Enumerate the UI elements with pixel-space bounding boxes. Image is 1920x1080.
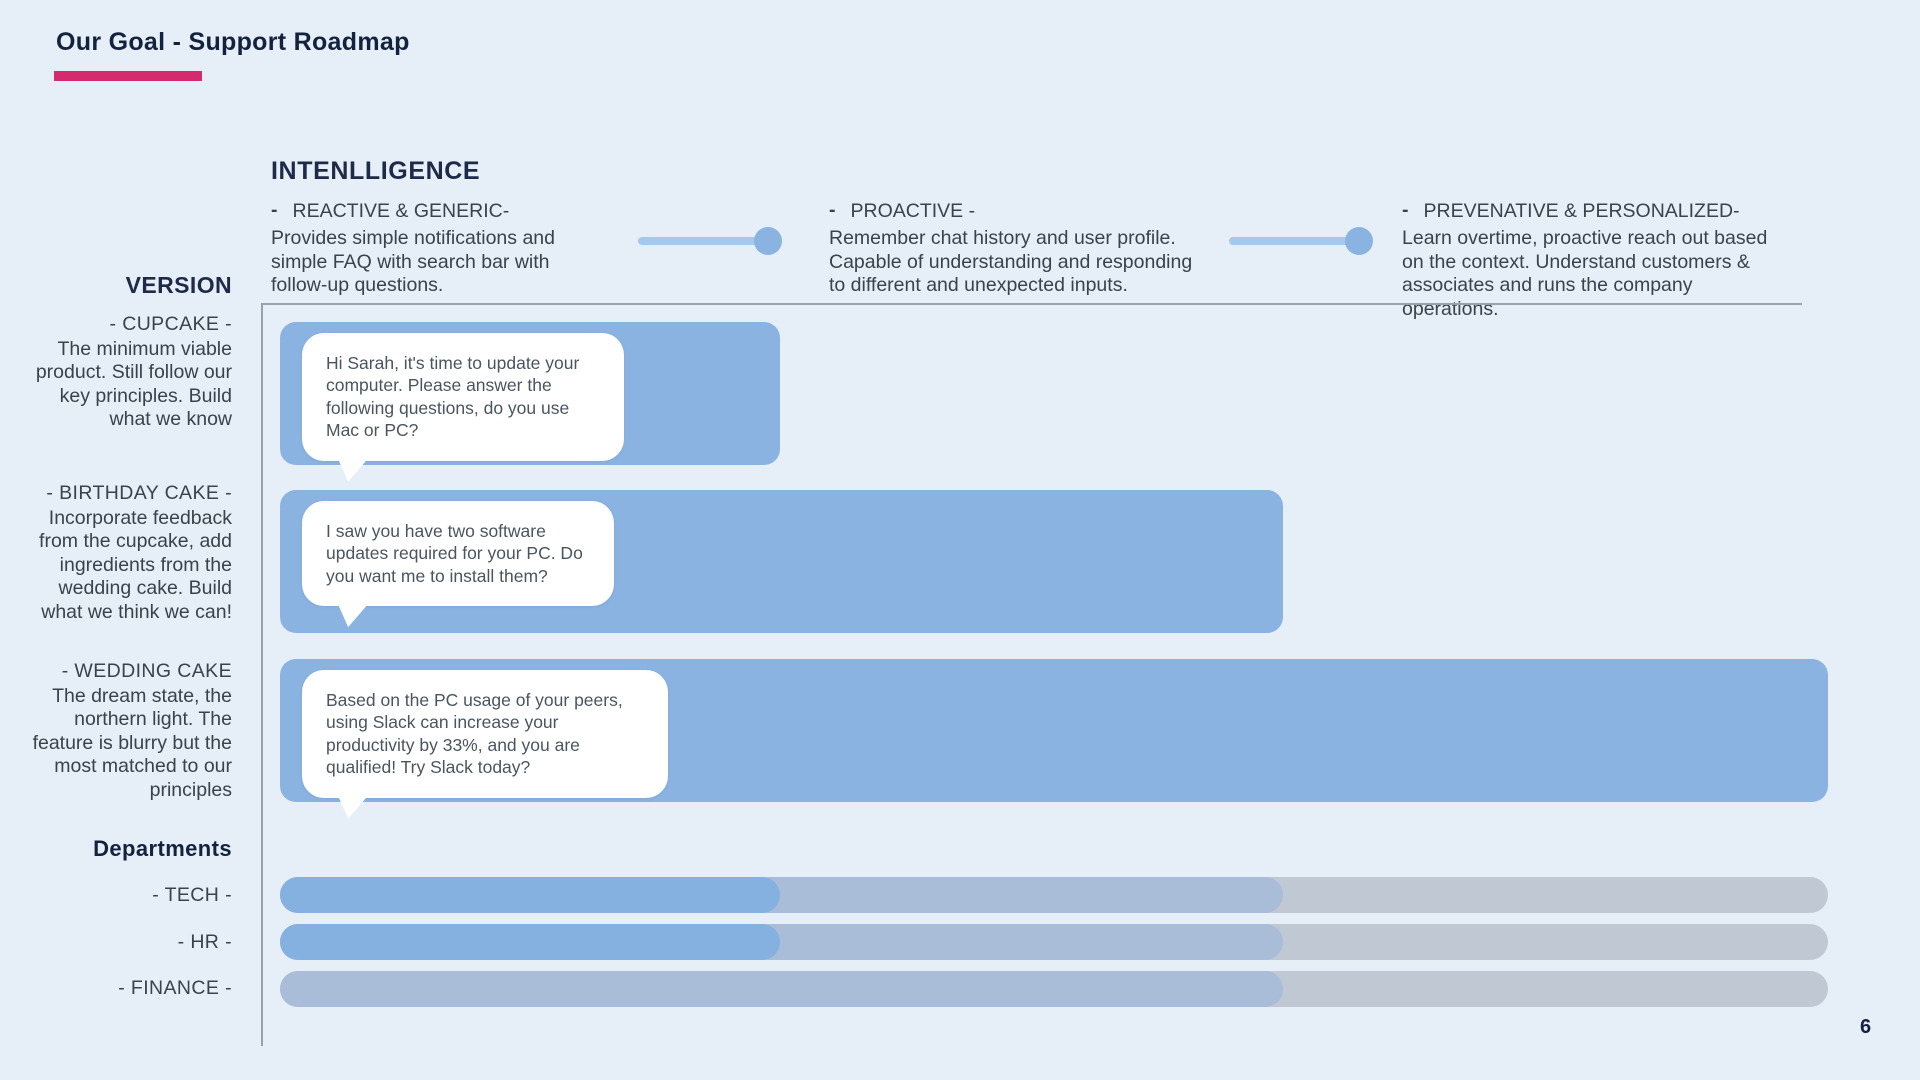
horizontal-axis-line [261,303,1802,305]
stage-title: REACTIVE & GENERIC- [292,200,510,222]
version-item-wedding-cake: - WEDDING CAKE The dream state, the nort… [24,660,232,802]
chat-bubble: Hi Sarah, it's time to update your compu… [302,333,624,461]
version-section-heading-wrap: VERSION [24,272,232,299]
dept-bar-hr [280,924,1828,960]
intelligence-heading: INTENLLIGENCE [271,157,481,185]
bar-segment-mid [280,971,1284,1007]
stage-header: - PROACTIVE - [829,199,1201,224]
departments-heading: Departments [93,836,232,861]
departments-section-heading-wrap: Departments [24,836,232,862]
page-title: Our Goal - Support Roadmap [56,28,410,56]
version-item-cupcake: - CUPCAKE - The minimum viable product. … [24,313,232,432]
dept-bar-tech [280,877,1828,913]
stage-description: Provides simple notifications and simple… [271,226,555,297]
stage-reactive-generic: - REACTIVE & GENERIC- Provides simple no… [271,199,601,298]
timeline-connector-line [1229,237,1353,245]
version-item-title: - BIRTHDAY CAKE - [46,482,232,504]
version-item-description: The dream state, the northern light. The… [32,685,232,801]
version-item-title: - CUPCAKE - [109,313,232,335]
dept-label-finance: - FINANCE - [118,977,232,999]
version-heading: VERSION [125,272,232,298]
stage-title: PROACTIVE - [850,200,976,222]
dash-bullet-icon: - [271,199,278,221]
stage-header: - REACTIVE & GENERIC- [271,199,601,224]
timeline-dot-icon [1345,227,1373,255]
stage-description: Learn overtime, proactive reach out base… [1402,226,1768,321]
version-item-description: The minimum viable product. Still follow… [35,338,232,431]
chat-track-birthday-cake: I saw you have two software updates requ… [280,490,1284,633]
version-item-birthday-cake: - BIRTHDAY CAKE - Incorporate feedback f… [24,482,232,624]
dept-label-tech: - TECH - [152,884,232,906]
vertical-axis-line [261,303,263,1046]
dept-label-hr: - HR - [177,931,232,953]
chat-track-wedding-cake: Based on the PC usage of your peers, usi… [280,659,1828,802]
dash-bullet-icon: - [829,199,836,221]
bar-segment-current [280,924,780,960]
title-accent-underline [54,71,202,81]
chat-bubble: Based on the PC usage of your peers, usi… [302,670,668,798]
stage-title: PREVENATIVE & PERSONALIZED- [1423,200,1740,222]
chat-bubble: I saw you have two software updates requ… [302,501,614,607]
version-item-description: Incorporate feedback from the cupcake, a… [39,507,232,623]
roadmap-content-area: Hi Sarah, it's time to update your compu… [280,0,1828,1080]
version-item-title: - WEDDING CAKE [61,660,232,682]
stage-description: Remember chat history and user profile. … [829,226,1193,297]
stage-header: - PREVENATIVE & PERSONALIZED- [1402,199,1778,224]
timeline-connector-line [638,237,762,245]
dash-bullet-icon: - [1402,199,1409,221]
chat-track-cupcake: Hi Sarah, it's time to update your compu… [280,322,780,465]
stage-proactive: - PROACTIVE - Remember chat history and … [829,199,1201,298]
stage-prevenative-personalized: - PREVENATIVE & PERSONALIZED- Learn over… [1402,199,1778,322]
bar-segment-current [280,877,780,913]
slide-page-number: 6 [1860,1016,1872,1038]
dept-bar-finance [280,971,1828,1007]
timeline-dot-icon [754,227,782,255]
